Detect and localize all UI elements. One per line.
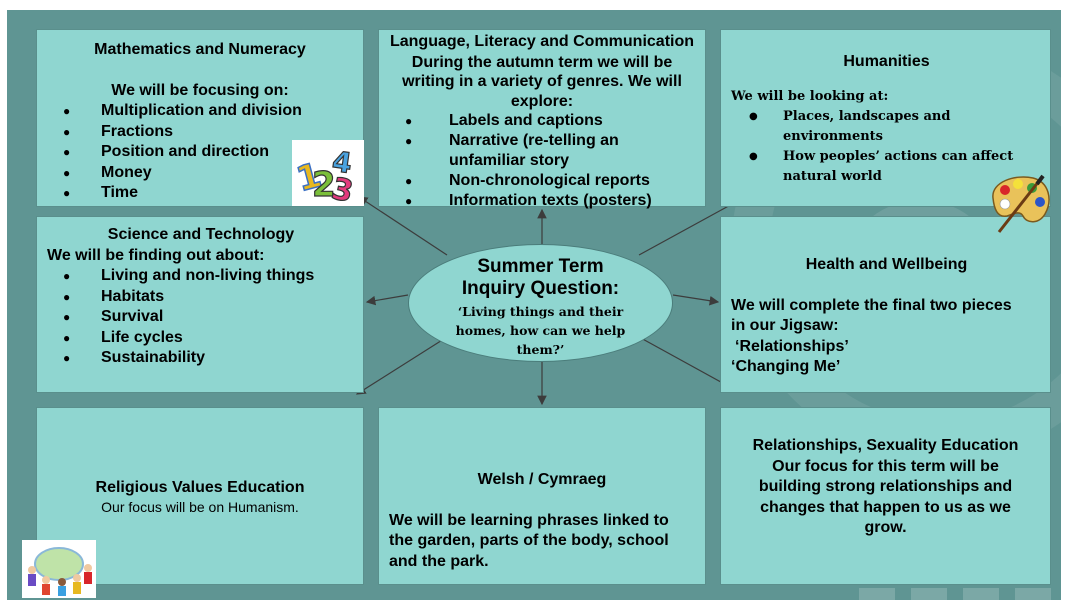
rse-title-2: Our focus for this term will be bbox=[772, 457, 999, 475]
health-title: Health and Wellbeing bbox=[805, 256, 968, 273]
arrow-to-health bbox=[672, 294, 720, 306]
svg-text:2: 2 bbox=[312, 165, 336, 205]
decorative-bars bbox=[859, 588, 1051, 600]
list-item: Labels and captions bbox=[405, 111, 697, 131]
list-item: Non-chronological reports bbox=[405, 171, 697, 191]
rve-title: Religious Values Education bbox=[95, 479, 305, 496]
list-item: Living and non-living things bbox=[63, 266, 355, 287]
welsh-line-1: We will be learning phrases linked to bbox=[389, 511, 669, 529]
language-title: Language, Literacy and Communication bbox=[389, 33, 695, 50]
list-item: Money bbox=[63, 163, 355, 184]
center-question-3: them?’ bbox=[516, 342, 565, 357]
language-list: Labels and captions Narrative (re-tellin… bbox=[405, 111, 697, 211]
humanities-intro: We will be looking at: bbox=[731, 88, 889, 104]
welsh-title: Welsh / Cymraeg bbox=[477, 471, 607, 488]
rse-box: Relationships, Sexuality Education Our f… bbox=[720, 407, 1051, 585]
health-line-1: We will complete the final two pieces bbox=[731, 296, 1012, 314]
inquiry-question-ellipse: Summer Term Inquiry Question: ‘Living th… bbox=[408, 244, 673, 362]
center-question-1: ‘Living things and their bbox=[457, 304, 624, 319]
paint-palette-icon bbox=[985, 170, 1055, 236]
health-box: Health and Wellbeing We will complete th… bbox=[720, 216, 1051, 393]
humanities-title: Humanities bbox=[843, 53, 930, 70]
science-title: Science and Technology bbox=[107, 226, 295, 243]
science-box: Science and Technology We will be findin… bbox=[36, 216, 364, 393]
health-line-2: in our Jigsaw: bbox=[731, 317, 839, 334]
list-item: Time bbox=[63, 183, 355, 204]
rse-title-1: Relationships, Sexuality Education bbox=[752, 437, 1019, 454]
humanities-box: Humanities We will be looking at: Places… bbox=[720, 29, 1051, 207]
rse-title-5: grow. bbox=[864, 519, 907, 536]
welsh-line-3: and the park. bbox=[389, 552, 489, 570]
slide: Mathematics and Numeracy We will be focu… bbox=[7, 10, 1061, 600]
welsh-box: Welsh / Cymraeg We will be learning phra… bbox=[378, 407, 706, 585]
children-around-globe-icon bbox=[22, 540, 96, 598]
math-list: Multiplication and division Fractions Po… bbox=[63, 101, 355, 204]
center-title-1: Summer Term bbox=[477, 256, 604, 277]
list-item: Places, landscapes and environments bbox=[749, 107, 1042, 147]
rse-title-3: building strong relationships and bbox=[758, 478, 1013, 495]
rve-sub: Our focus will be on Humanism. bbox=[101, 498, 299, 515]
list-item: Sustainability bbox=[63, 348, 355, 369]
health-line-4: ‘Changing Me’ bbox=[731, 358, 841, 375]
welsh-line-2: the garden, parts of the body, school bbox=[389, 532, 669, 549]
rse-title-4: changes that happen to us as we bbox=[760, 498, 1011, 516]
health-line-3: ‘Relationships’ bbox=[735, 337, 849, 355]
humanities-list: Places, landscapes and environments How … bbox=[749, 107, 1042, 187]
science-intro: We will be finding out about: bbox=[47, 246, 265, 264]
svg-text:4: 4 bbox=[330, 145, 354, 180]
list-item: Multiplication and division bbox=[63, 101, 355, 122]
list-item: Narrative (re-telling an unfamiliar stor… bbox=[405, 131, 697, 171]
math-title: Mathematics and Numeracy bbox=[94, 41, 306, 58]
language-lead-2: writing in a variety of genres. We will bbox=[402, 73, 682, 90]
math-intro: We will be focusing on: bbox=[111, 81, 289, 99]
arrow-to-science bbox=[365, 294, 409, 306]
list-item: Fractions bbox=[63, 122, 355, 143]
language-lead-1: During the autumn term we will be bbox=[411, 53, 673, 71]
language-lead-3: explore: bbox=[510, 92, 574, 110]
numbers-clipart-icon: 1 2 3 4 bbox=[292, 140, 364, 210]
list-item: Habitats bbox=[63, 287, 355, 308]
language-box: Language, Literacy and Communication Dur… bbox=[378, 29, 706, 211]
list-item: How peoples’ actions can affect natural … bbox=[749, 147, 1042, 187]
list-item: Information texts (posters) bbox=[405, 191, 697, 211]
list-item: Survival bbox=[63, 307, 355, 328]
list-item: Life cycles bbox=[63, 328, 355, 349]
science-list: Living and non-living things Habitats Su… bbox=[63, 266, 355, 369]
center-question-2: homes, how can we help bbox=[455, 323, 626, 338]
list-item: Position and direction bbox=[63, 142, 355, 163]
center-title-2: Inquiry Question: bbox=[461, 278, 620, 299]
